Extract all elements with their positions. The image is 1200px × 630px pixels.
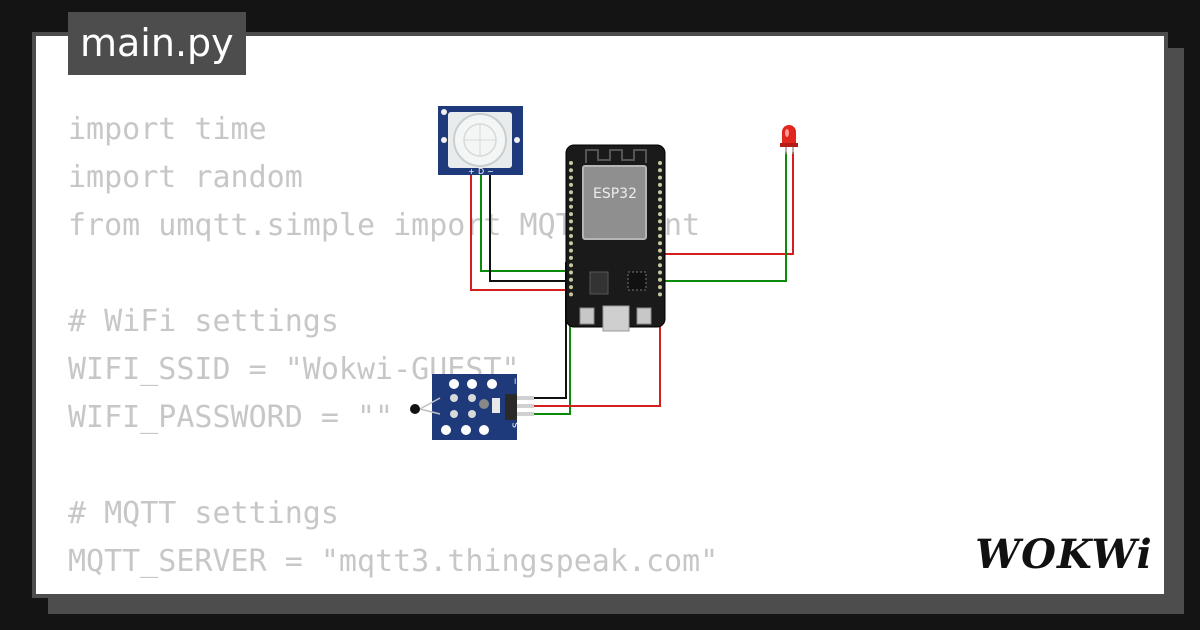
header-pin xyxy=(658,263,662,268)
wire-temp-vcc xyxy=(534,290,661,407)
code-line: MQTT_SERVER = "mqtt3.thingspeak.com" xyxy=(68,544,719,579)
header-pin xyxy=(569,255,573,260)
usb-uart-chip xyxy=(627,271,647,291)
en-button xyxy=(636,307,652,325)
rf-shield xyxy=(582,165,647,240)
header-pin xyxy=(569,219,573,224)
red-led[interactable] xyxy=(780,125,798,154)
boot-button xyxy=(579,307,595,325)
header-pin xyxy=(569,161,573,165)
header-pin xyxy=(658,219,662,224)
wire-pir-out xyxy=(480,172,572,272)
left-header xyxy=(569,161,573,297)
header-pin xyxy=(658,277,662,282)
code-line: # MQTT settings xyxy=(68,496,339,531)
wire-pir-vcc xyxy=(470,172,572,291)
header-pin xyxy=(658,204,662,209)
header-pin xyxy=(569,277,573,282)
header-pin xyxy=(658,182,662,187)
header-pin xyxy=(658,292,662,297)
wire-pir-gnd xyxy=(489,172,572,282)
header-pin xyxy=(658,248,662,253)
header-pin xyxy=(658,197,662,202)
wokwi-logo-text: WOKWi xyxy=(975,531,1153,578)
header-pin xyxy=(569,182,573,187)
code-line: import random xyxy=(68,160,303,195)
header-pin xyxy=(658,226,662,231)
header-pin xyxy=(569,197,573,202)
header-pin xyxy=(658,234,662,238)
temp-pin-label-s: S xyxy=(512,422,522,428)
header-pin xyxy=(569,263,573,268)
wire-led-cathode xyxy=(660,152,787,282)
pir-sensor[interactable]: + D − xyxy=(438,106,523,176)
header-pin xyxy=(658,270,662,275)
antenna-trace xyxy=(585,149,647,163)
header-pin xyxy=(569,241,573,246)
code-line: WIFI_PASSWORD = "" xyxy=(68,400,394,435)
header-pin xyxy=(658,255,662,260)
header-pin xyxy=(569,168,573,173)
pir-pin-label-vcc: + xyxy=(468,167,475,176)
file-tab[interactable]: main.py xyxy=(68,12,246,75)
wire-temp-gnd xyxy=(534,262,567,399)
header-pin xyxy=(658,241,662,246)
thermistor-icon xyxy=(410,404,420,414)
esp32-board[interactable]: ESP32 xyxy=(565,144,666,332)
header-pin xyxy=(569,270,573,275)
header-pin xyxy=(569,204,573,209)
header-pin xyxy=(658,190,662,195)
pir-pin-label-out: D xyxy=(478,167,484,176)
voltage-regulator xyxy=(589,271,609,295)
pir-pin-label-gnd: − xyxy=(487,167,494,176)
usb-port xyxy=(602,305,630,332)
temp-pin-label-gnd: − xyxy=(511,377,521,385)
header-pin xyxy=(569,292,573,297)
wire-led-anode xyxy=(660,152,794,255)
code-line: # WiFi settings xyxy=(68,304,339,339)
header-pin xyxy=(569,190,573,195)
temperature-sensor[interactable]: S − xyxy=(410,374,534,440)
header-pin xyxy=(569,234,573,238)
header-pin xyxy=(658,212,662,217)
right-header xyxy=(658,161,662,297)
header-pin xyxy=(569,212,573,217)
code-line: import time xyxy=(68,112,267,147)
header-pin xyxy=(569,226,573,231)
header-pin xyxy=(569,175,573,180)
header-pin xyxy=(569,285,573,290)
header-pin xyxy=(658,175,662,180)
header-pin xyxy=(658,168,662,173)
header-pin xyxy=(658,285,662,290)
wokwi-logo: WOKWi xyxy=(975,531,1153,578)
wire-temp-signal xyxy=(534,306,571,415)
chip-label: ESP32 xyxy=(593,186,637,202)
code-line: MQTT_PORT = 1883 xyxy=(68,586,718,594)
header-pin xyxy=(658,161,662,165)
header-pin xyxy=(569,248,573,253)
